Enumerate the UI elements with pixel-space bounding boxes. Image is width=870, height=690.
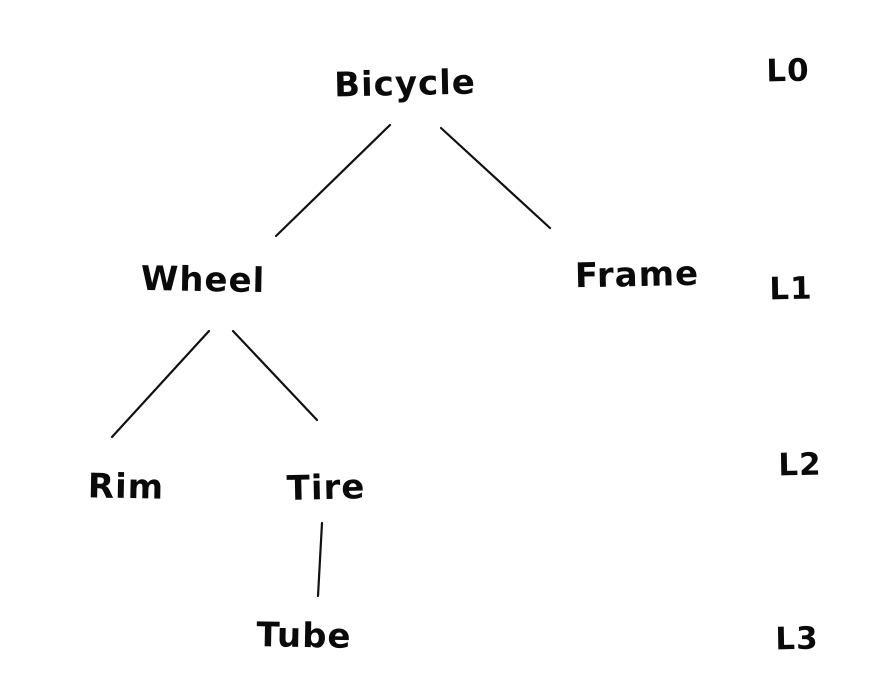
edge-wheel-tire — [231, 329, 319, 422]
edge-bicycle-frame — [439, 126, 552, 230]
edge-bicycle-wheel — [274, 123, 392, 238]
node-label-wheel: Wheel — [140, 258, 266, 302]
level-label-l2: L2 — [778, 446, 822, 484]
level-label-l0: L0 — [766, 52, 810, 90]
node-label-frame: Frame — [574, 253, 700, 297]
node-label-tire: Tire — [286, 467, 366, 509]
level-label-l1: L1 — [769, 270, 813, 308]
node-label-rim: Rim — [87, 466, 165, 508]
edge-tire-tube — [316, 521, 324, 598]
node-label-bicycle: Bicycle — [333, 62, 477, 106]
level-label-l3: L3 — [775, 620, 819, 658]
node-label-tube: Tube — [256, 615, 352, 657]
edge-wheel-rim — [110, 329, 211, 439]
